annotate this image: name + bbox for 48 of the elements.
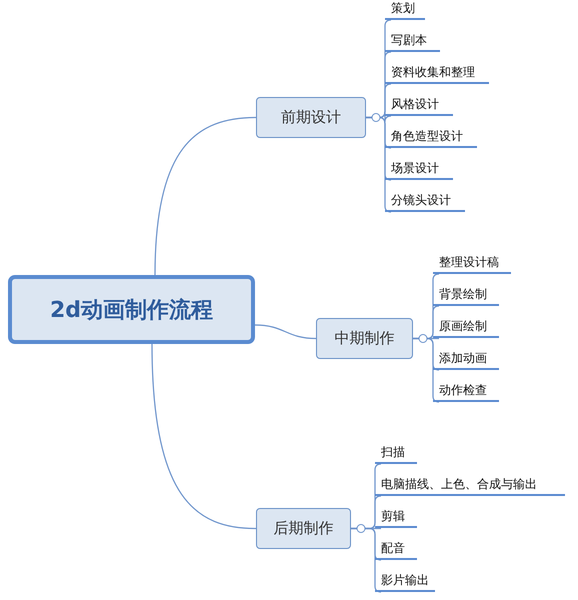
topic-text: 2d动画制作流程 [50, 296, 214, 324]
subtopic-underline [433, 254, 511, 274]
subtopic-text: 资料收集和整理 [391, 64, 475, 80]
connector-line [366, 116, 392, 213]
subtopic-underline [385, 128, 477, 148]
root-topic-box [8, 275, 255, 344]
subtopic-underline [385, 160, 453, 180]
topic-text: 前期设计 [281, 108, 341, 127]
subtopic-text: 配音 [381, 540, 405, 556]
subtopic-text: 分镜头设计 [391, 192, 451, 208]
subtopic-underline [375, 476, 565, 496]
subtopic-text: 剪辑 [381, 508, 405, 524]
topic-box [256, 508, 351, 549]
subtopic-underline [385, 0, 425, 20]
subtopic-underline [375, 572, 435, 592]
subtopic-text: 电脑描线、上色、合成与输出 [381, 476, 537, 492]
connector-line [413, 338, 440, 403]
subtopic-text: 扫描 [381, 444, 405, 460]
subtopic-text: 整理设计稿 [439, 254, 499, 270]
subtopic-text: 背景绘制 [439, 286, 487, 302]
subtopic-text: 写剧本 [391, 32, 427, 48]
subtopic-underline [375, 508, 417, 528]
topic-text: 后期制作 [274, 519, 334, 538]
subtopic-underline [433, 382, 499, 402]
subtopic-underline [433, 318, 499, 338]
connector-line [151, 344, 256, 530]
subtopic-text: 添加动画 [439, 350, 487, 366]
subtopic-text: 场景设计 [391, 160, 439, 176]
subtopic-text: 影片输出 [381, 572, 429, 588]
subtopic-text: 角色造型设计 [391, 128, 463, 144]
topic-box [316, 318, 413, 359]
subtopic-text: 动作检查 [439, 382, 487, 398]
subtopic-underline [433, 350, 499, 370]
connector-line [351, 528, 382, 593]
subtopic-underline [375, 444, 417, 464]
connector-line [154, 116, 256, 276]
subtopic-text: 风格设计 [391, 96, 439, 112]
subtopic-text: 策划 [391, 0, 415, 16]
subtopic-underline [385, 64, 489, 84]
connector-line [254, 324, 316, 340]
subtopic-underline [385, 192, 465, 212]
topic-box [256, 97, 366, 138]
subtopic-underline [433, 286, 499, 306]
subtopic-underline [375, 540, 417, 560]
topic-text: 中期制作 [334, 329, 394, 348]
subtopic-text: 原画绘制 [439, 318, 487, 334]
subtopic-underline [385, 32, 440, 52]
subtopic-underline [385, 96, 453, 116]
